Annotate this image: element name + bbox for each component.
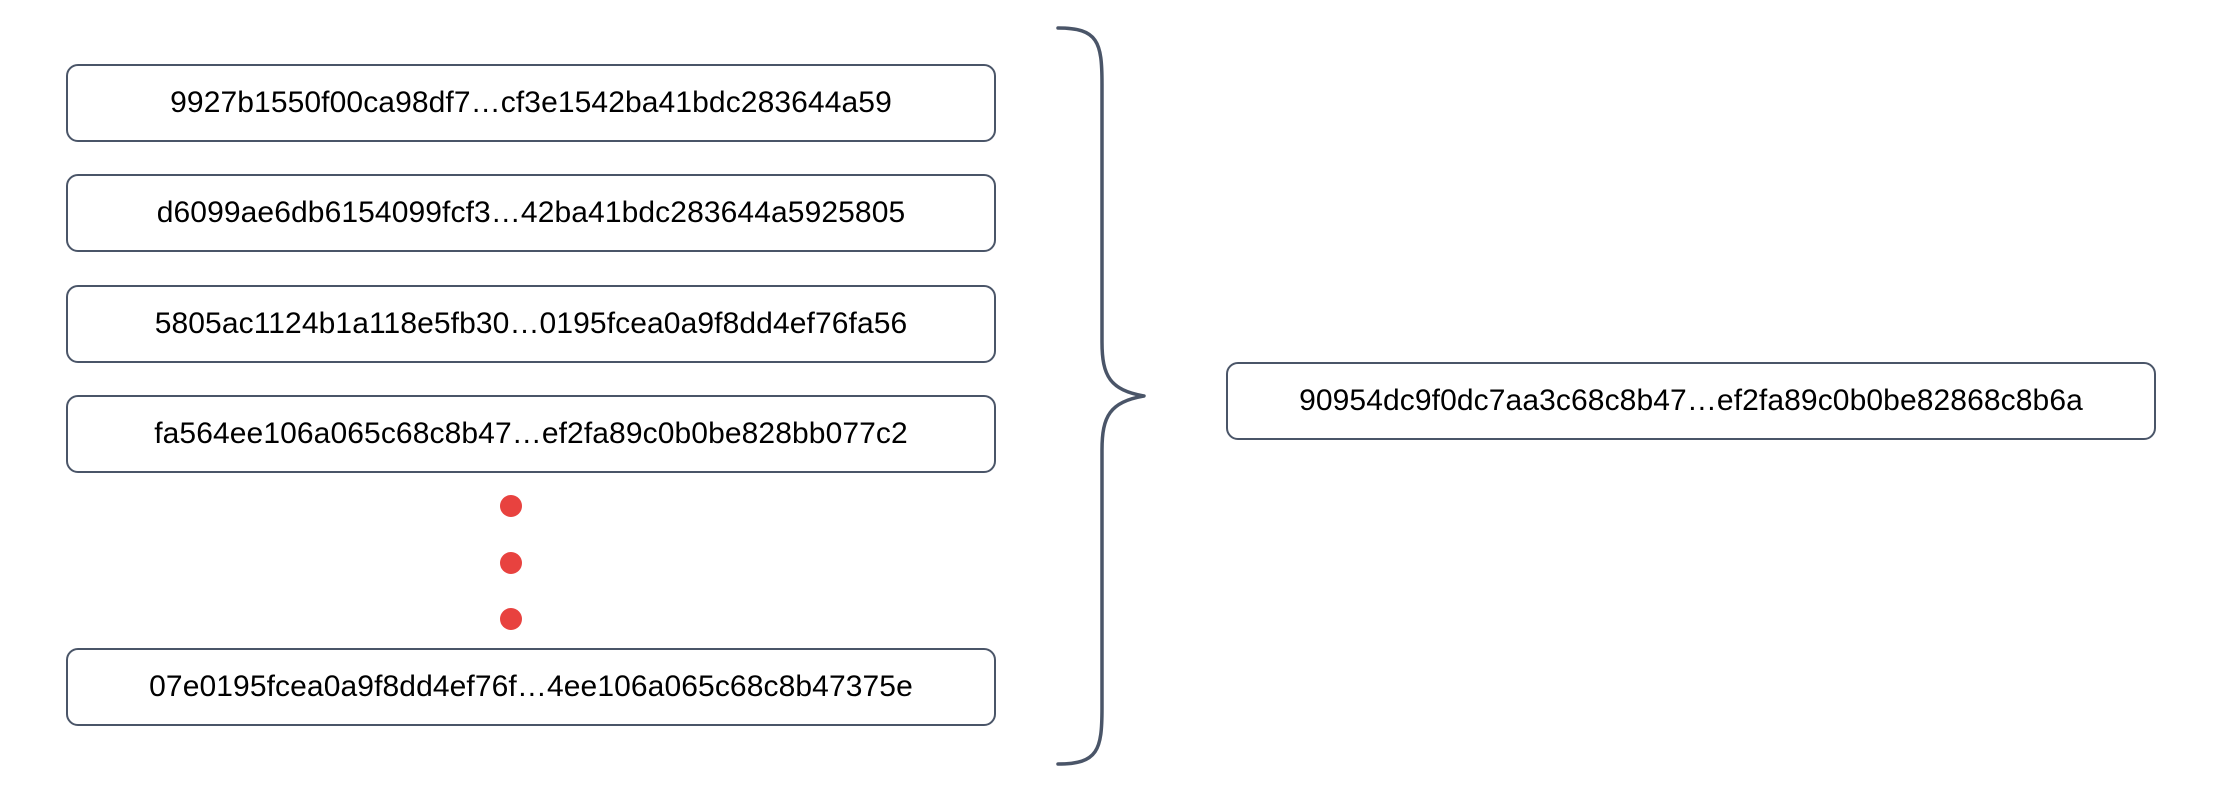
- input-hash-label-3: 5805ac1124b1a118e5fb30…0195fcea0a9f8dd4e…: [154, 307, 908, 340]
- output-hash-label: 90954dc9f0dc7aa3c68c8b47…ef2fa89c0b0be82…: [1299, 384, 2083, 417]
- input-hash-label-4: fa564ee106a065c68c8b47…ef2fa89c0b0be828b…: [154, 417, 908, 450]
- input-hash-box-4[interactable]: fa564ee106a065c68c8b47…ef2fa89c0b0be828b…: [66, 395, 996, 473]
- grouping-brace-svg: [1056, 26, 1146, 766]
- input-hash-label-2: d6099ae6db6154099fcf3…42ba41bdc283644a59…: [156, 196, 906, 229]
- input-hash-box-2[interactable]: d6099ae6db6154099fcf3…42ba41bdc283644a59…: [66, 174, 996, 252]
- grouping-brace-icon: [1040, 24, 1160, 768]
- vertical-ellipsis-icon: [490, 495, 532, 630]
- ellipsis-dot-3: [500, 608, 522, 630]
- input-hash-box-1[interactable]: 9927b1550f00ca98df7…cf3e1542ba41bdc28364…: [66, 64, 996, 142]
- input-hash-label-5: 07e0195fcea0a9f8dd4ef76f…4ee106a065c68c8…: [149, 670, 913, 703]
- input-hash-box-3[interactable]: 5805ac1124b1a118e5fb30…0195fcea0a9f8dd4e…: [66, 285, 996, 363]
- ellipsis-dot-2: [500, 551, 522, 574]
- ellipsis-dot-1: [500, 495, 522, 517]
- input-hash-label-1: 9927b1550f00ca98df7…cf3e1542ba41bdc28364…: [170, 86, 892, 119]
- input-hash-box-5[interactable]: 07e0195fcea0a9f8dd4ef76f…4ee106a065c68c8…: [66, 648, 996, 726]
- output-hash-box[interactable]: 90954dc9f0dc7aa3c68c8b47…ef2fa89c0b0be82…: [1226, 362, 2156, 440]
